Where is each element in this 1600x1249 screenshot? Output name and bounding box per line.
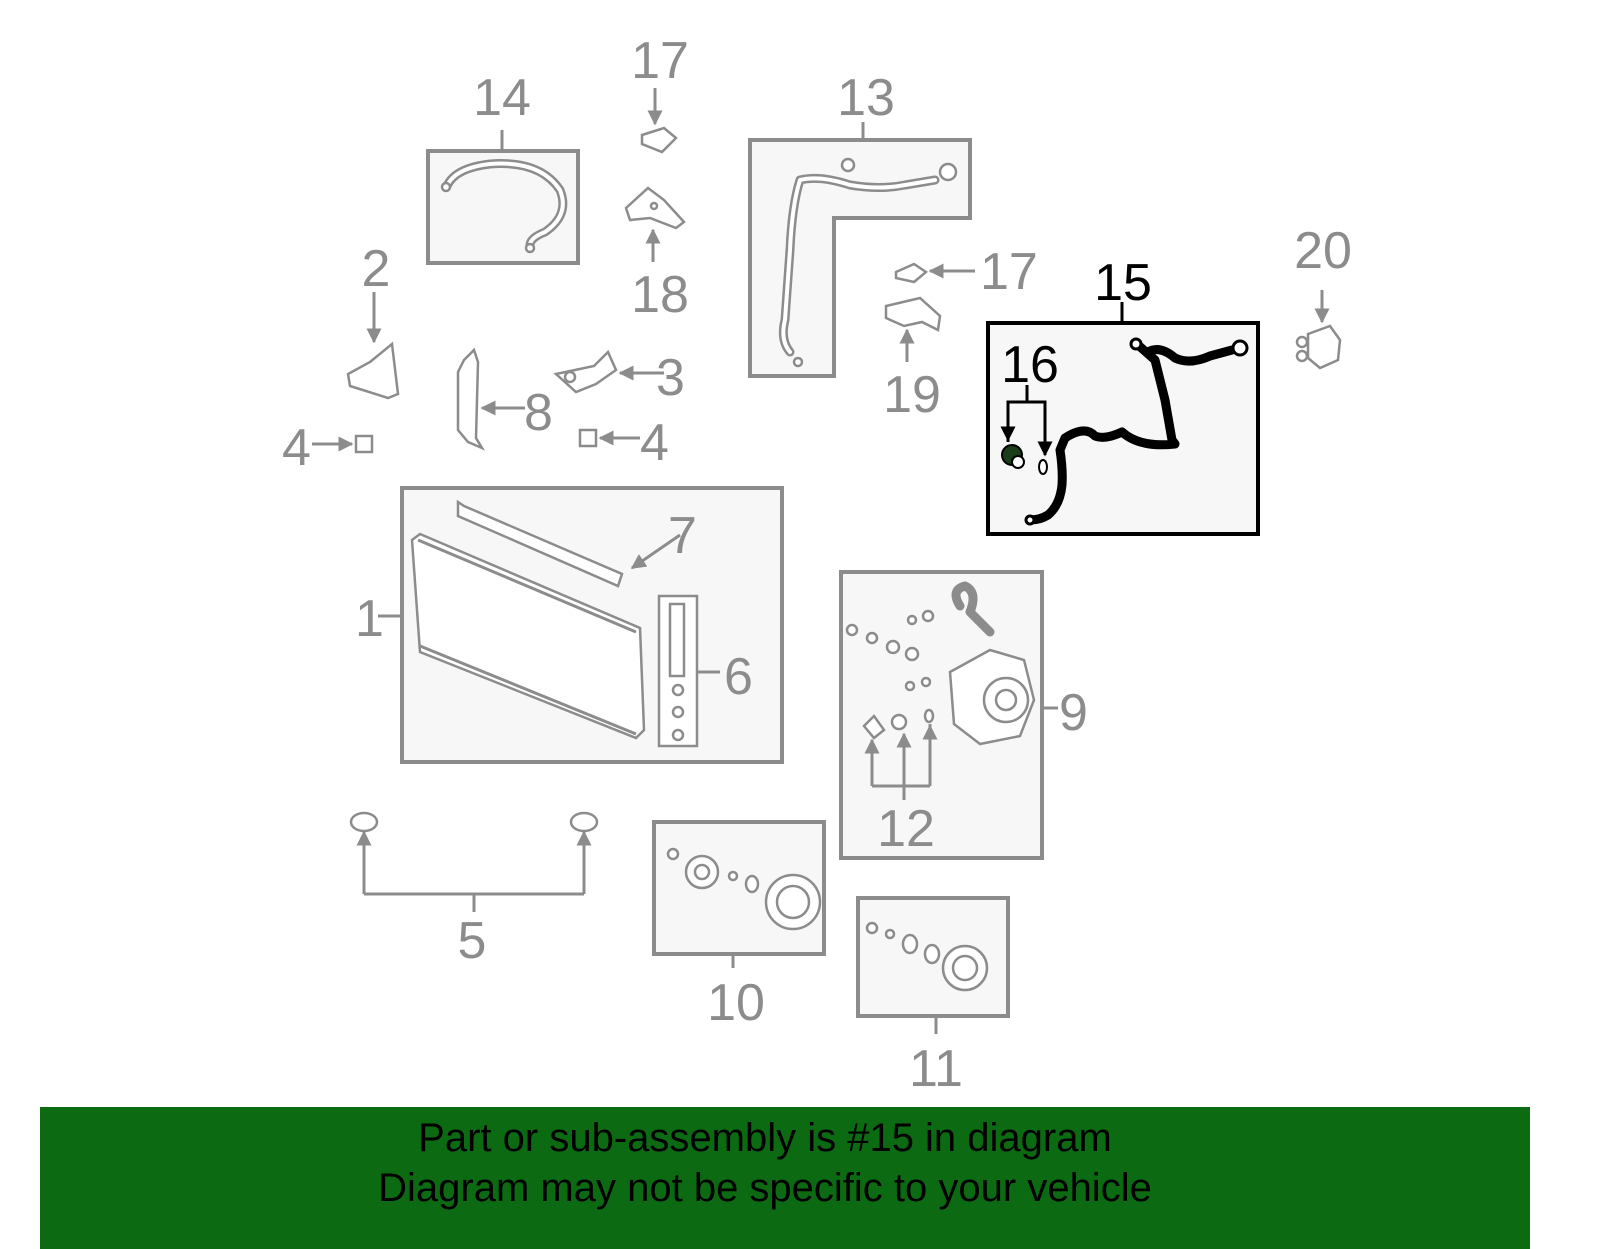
callout-5[interactable]: 5 bbox=[458, 912, 487, 970]
callout-19[interactable]: 19 bbox=[883, 366, 941, 424]
part-12-callout-group[interactable]: 12 bbox=[864, 724, 938, 858]
part-17-clip-top[interactable]: 17 bbox=[631, 32, 689, 154]
callout-4-left[interactable]: 4 bbox=[282, 419, 311, 477]
part-13-box bbox=[748, 138, 972, 378]
part-11-pulley-group[interactable]: 11 bbox=[856, 896, 1010, 1098]
callout-10[interactable]: 10 bbox=[707, 974, 765, 1032]
part-14-hose-group[interactable]: 14 bbox=[426, 69, 580, 265]
callout-15[interactable]: 15 bbox=[1094, 254, 1152, 312]
callout-4-right[interactable]: 4 bbox=[640, 414, 669, 472]
part-info-banner: Part or sub-assembly is #15 in diagram D… bbox=[40, 1107, 1530, 1249]
part-3-bracket[interactable]: 3 bbox=[553, 349, 685, 407]
part-17-clip-right[interactable]: 17 bbox=[894, 243, 1038, 301]
callout-13[interactable]: 13 bbox=[837, 69, 895, 127]
part-13-hose-group[interactable]: 13 bbox=[748, 69, 972, 378]
callout-8[interactable]: 8 bbox=[524, 384, 553, 442]
part-1-condenser-group[interactable]: 7 1 bbox=[355, 486, 784, 764]
callout-1[interactable]: 1 bbox=[355, 590, 384, 648]
part-7-seal bbox=[456, 499, 624, 588]
callout-6[interactable]: 6 bbox=[724, 648, 753, 706]
condenser-core bbox=[410, 532, 646, 740]
part-6-receiver-group[interactable]: 6 bbox=[657, 594, 753, 748]
part-15-hose-assembly[interactable]: 15 bbox=[986, 254, 1260, 536]
callout-17-right[interactable]: 17 bbox=[980, 243, 1038, 301]
part-5-mounts[interactable]: 5 bbox=[349, 811, 599, 970]
part-2-bracket[interactable]: 2 bbox=[346, 240, 400, 400]
part-10-clutch-group[interactable]: 10 bbox=[652, 820, 826, 1032]
part-15-hose bbox=[1025, 340, 1180, 525]
callout-3[interactable]: 3 bbox=[656, 349, 685, 407]
part-18-bracket[interactable]: 18 bbox=[624, 186, 689, 324]
part-4-nut-right[interactable]: 4 bbox=[578, 414, 669, 472]
banner-line-2: Diagram may not be specific to your vehi… bbox=[378, 1166, 1152, 1210]
callout-11[interactable]: 11 bbox=[909, 1040, 963, 1098]
part-16-valve-and-oring[interactable]: 16 bbox=[1000, 336, 1059, 475]
part-14-box bbox=[426, 149, 580, 265]
callout-17-top[interactable]: 17 bbox=[631, 32, 689, 90]
part-9-compressor-group[interactable]: 9 bbox=[839, 570, 1088, 860]
callout-9[interactable]: 9 bbox=[1059, 684, 1088, 742]
callout-18[interactable]: 18 bbox=[631, 266, 689, 324]
part-20-fitting[interactable]: 20 bbox=[1294, 222, 1352, 370]
callout-16[interactable]: 16 bbox=[1001, 336, 1059, 394]
callout-20[interactable]: 20 bbox=[1294, 222, 1352, 280]
part-8-bracket[interactable]: 8 bbox=[456, 347, 553, 451]
callout-14[interactable]: 14 bbox=[473, 69, 531, 127]
part-15-hose-branch bbox=[1143, 345, 1237, 366]
part-19-bracket[interactable]: 19 bbox=[883, 296, 942, 424]
callout-12[interactable]: 12 bbox=[877, 800, 935, 858]
callout-7[interactable]: 7 bbox=[668, 507, 697, 565]
part-4-nut-left[interactable]: 4 bbox=[282, 419, 374, 477]
banner-line-1: Part or sub-assembly is #15 in diagram bbox=[418, 1116, 1112, 1160]
callout-2[interactable]: 2 bbox=[362, 240, 391, 298]
